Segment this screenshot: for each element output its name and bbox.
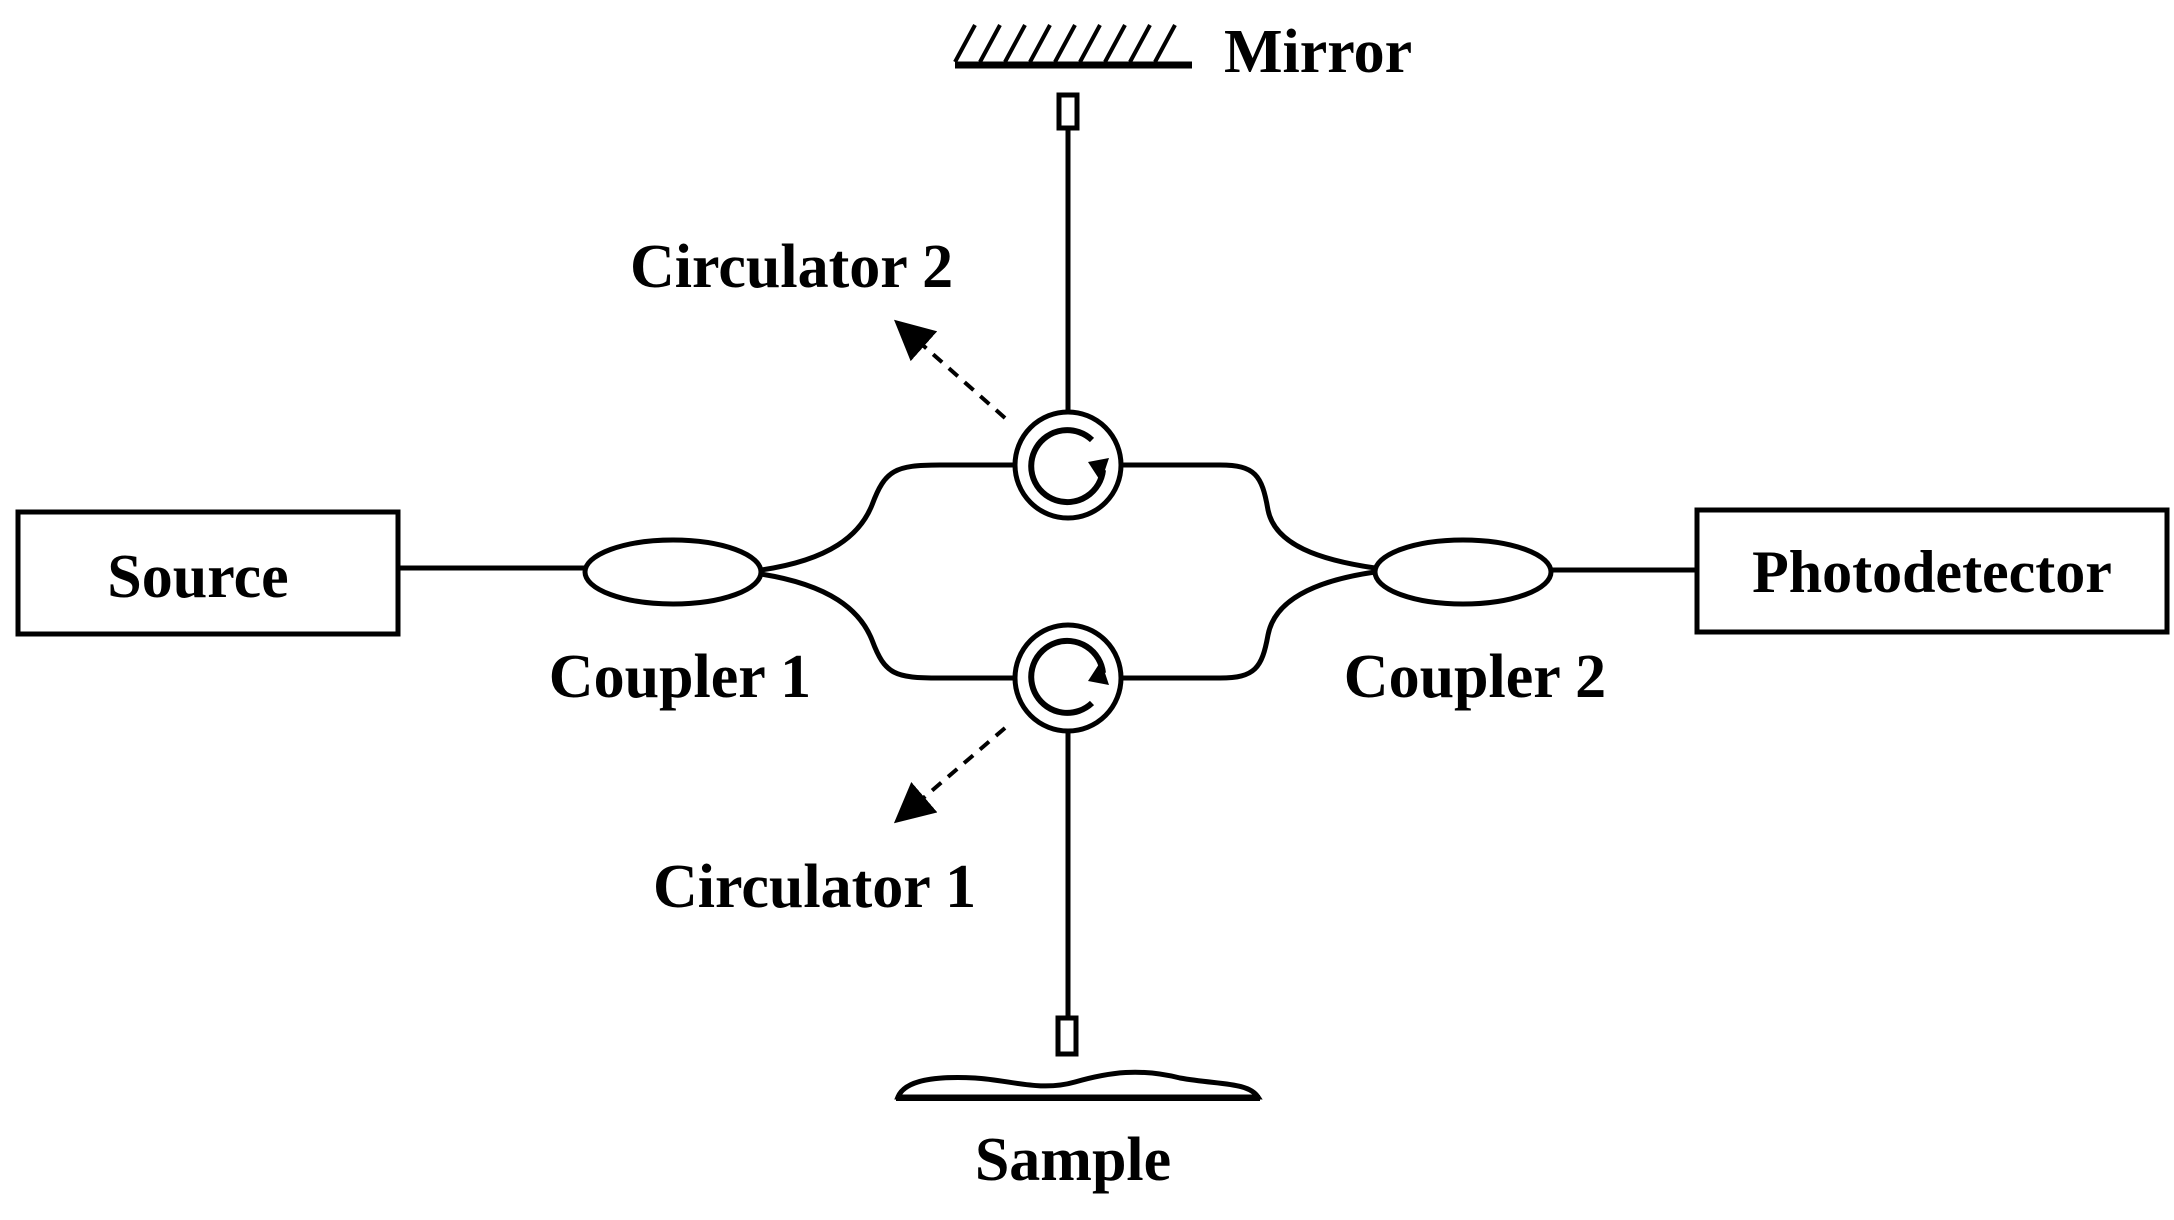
circulator-1-pointer (893, 726, 1007, 824)
upper-arm-fiber-left (758, 462, 1018, 573)
circulator-1 (1012, 622, 1124, 734)
reference-collimator (1056, 92, 1080, 131)
sample-label: Sample (975, 1126, 1171, 1194)
coupler-2 (1372, 537, 1554, 607)
sample-surface (894, 1069, 1263, 1100)
source-label: Source (107, 543, 288, 611)
lower-arm-fiber-right (1117, 569, 1378, 681)
coupler-1-label: Coupler 1 (549, 643, 811, 711)
lower-arm-fiber-left (758, 571, 1018, 681)
source-box (15, 509, 401, 637)
circulator-2 (1012, 409, 1124, 521)
sample-collimator (1055, 1015, 1079, 1057)
mirror-label: Mirror (1224, 18, 1412, 86)
circulator-2-label: Circulator 2 (630, 233, 953, 301)
circulator-1-label: Circulator 1 (653, 853, 976, 921)
coupler-1 (582, 537, 764, 607)
circulator-2-pointer (894, 319, 1007, 420)
photodetector-label: Photodetector (1752, 539, 2112, 605)
upper-arm-fiber-right (1117, 462, 1378, 571)
mirror (953, 24, 1192, 69)
coupler-2-label: Coupler 2 (1344, 643, 1606, 711)
photodetector-box (1694, 507, 2170, 635)
